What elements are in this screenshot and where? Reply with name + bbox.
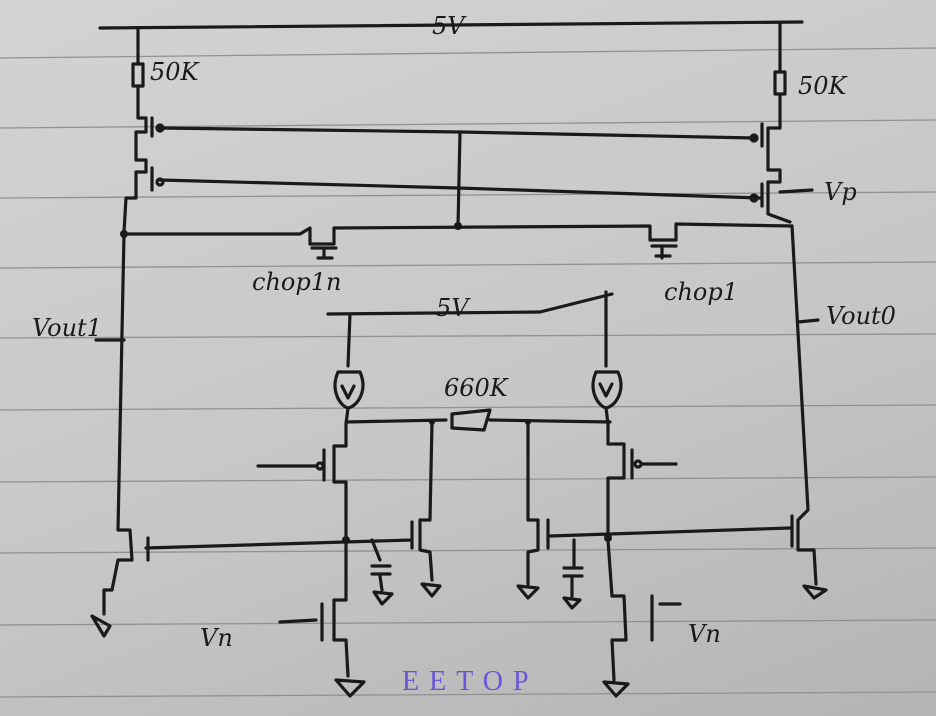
- left-pmos-gates: [150, 116, 762, 200]
- vp-label: Vp: [824, 178, 857, 206]
- vn-left-label: Vn: [200, 624, 233, 652]
- supply-inner-label: 5V: [436, 294, 471, 322]
- paper-rule-lines: [0, 47, 936, 698]
- right-load-branch: [766, 22, 792, 224]
- right-cap: [562, 538, 584, 610]
- right-pmos: [606, 422, 678, 542]
- vout0-wire: [790, 224, 828, 600]
- chop-switch-gates: [310, 244, 678, 260]
- left-cross-nmos: [144, 420, 442, 598]
- supply-rail-top: [98, 20, 804, 30]
- supply-rail-inner: [326, 292, 614, 316]
- res-right-label: 50K: [798, 72, 849, 100]
- current-source-right: [591, 290, 623, 426]
- left-cap: [370, 538, 394, 606]
- bias-vertical: [456, 130, 462, 228]
- supply-top-label: 5V: [432, 12, 467, 40]
- vn-right-label: Vn: [688, 620, 721, 648]
- res-left-label: 50K: [150, 58, 201, 86]
- chop1n-label: chop1n: [252, 268, 341, 296]
- vout1-wire: [90, 232, 134, 638]
- right-pmos-gates: [458, 122, 814, 208]
- left-pmos: [256, 422, 348, 542]
- res-mid-label: 660K: [444, 374, 510, 402]
- vout0-label: Vout0: [826, 302, 896, 330]
- current-source-left: [333, 312, 365, 426]
- chop-switch-line: [122, 222, 794, 246]
- chop1-label: chop1: [664, 278, 738, 306]
- right-vn-nmos: [602, 538, 682, 698]
- right-cross-nmos: [516, 420, 794, 600]
- left-load-branch: [122, 28, 148, 234]
- vout1-label: Vout1: [32, 314, 102, 342]
- resistor-660k-row: [344, 408, 612, 432]
- left-vn-nmos: [278, 538, 366, 698]
- watermark-logo: EETOP: [402, 666, 539, 697]
- vout0-tick: [796, 318, 820, 324]
